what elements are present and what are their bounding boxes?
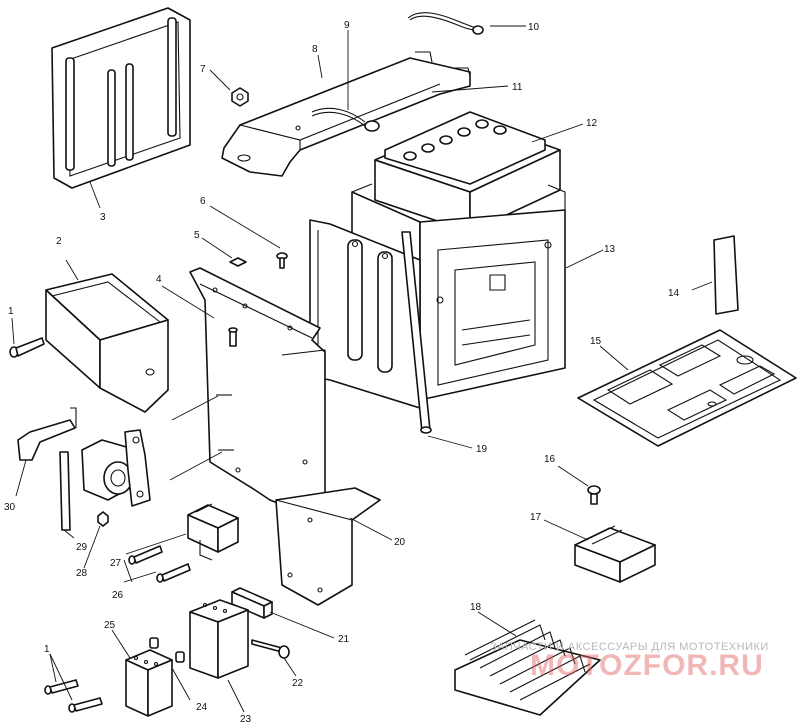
callout-3: 3 [100, 212, 106, 223]
part-18-heat-sink [454, 619, 601, 716]
part-20-lower-bracket [275, 487, 381, 606]
callout-18: 18 [470, 602, 482, 613]
callout-26: 26 [112, 590, 124, 601]
part-15-rubber-mat [577, 329, 797, 447]
callout-6: 6 [200, 196, 206, 207]
part-12-battery [374, 111, 561, 233]
callout-4: 4 [156, 274, 162, 285]
callout-30: 30 [4, 502, 16, 513]
part-14-strip [713, 235, 739, 315]
part-28-nut [97, 511, 109, 527]
callout-1-lower: 1 [44, 644, 50, 655]
callout-25: 25 [104, 620, 116, 631]
callout-28: 28 [76, 568, 88, 579]
part-24-pins [149, 637, 185, 663]
callout-9: 9 [344, 20, 350, 31]
part-22-screw [251, 639, 290, 659]
callout-5: 5 [194, 230, 200, 241]
callout-21: 21 [338, 634, 350, 645]
callout-1-upper: 1 [8, 306, 14, 317]
part-17-module [574, 525, 656, 583]
battery-frame [309, 219, 421, 409]
part-21-block [231, 587, 273, 619]
watermark: ЗАПЧАСТИ И АКСЕССУАРЫ ДЛЯ МОТОТЕХНИКИ MO… [490, 641, 769, 682]
callout-12: 12 [586, 118, 598, 129]
part-29-solenoid [59, 429, 151, 531]
watermark-caption: ЗАПЧАСТИ И АКСЕССУАРЫ ДЛЯ МОТОТЕХНИКИ [490, 641, 769, 653]
callout-14: 14 [668, 288, 680, 299]
callout-10: 10 [528, 22, 540, 33]
part-8-hold-down-bracket [221, 51, 471, 177]
callout-16: 16 [544, 454, 556, 465]
part-7-nut [231, 87, 249, 107]
part-2-cover-box [45, 273, 169, 413]
part-1-bolts-lower [44, 679, 103, 713]
part-1-bolt-upper [9, 337, 45, 358]
callout-13: 13 [604, 244, 616, 255]
part-23-module [189, 599, 249, 679]
callout-15: 15 [590, 336, 602, 347]
callout-19: 19 [476, 444, 488, 455]
part-30-clamp [17, 407, 77, 461]
leader-lines [11, 25, 713, 713]
part-25-module [125, 649, 173, 717]
part-16-bolt [587, 485, 601, 505]
part-6-screw [276, 252, 288, 269]
callout-8: 8 [312, 44, 318, 55]
part-3-shield-plate [51, 7, 191, 189]
callout-24: 24 [196, 702, 208, 713]
part-26-bolts [128, 545, 191, 583]
callout-7: 7 [200, 64, 206, 75]
part-5-clip [229, 257, 247, 267]
part-19-rod [401, 231, 432, 434]
part-11-battery-cable [311, 107, 380, 132]
part-27-connector [187, 503, 239, 561]
callout-20: 20 [394, 537, 406, 548]
callout-27: 27 [110, 558, 122, 569]
callout-11: 11 [512, 82, 523, 93]
callout-23: 23 [240, 714, 252, 725]
callout-17: 17 [530, 512, 542, 523]
watermark-logo: MOTOZFOR.RU [530, 649, 764, 682]
callout-labels: 1 1 2 3 4 5 6 7 8 9 10 11 12 13 14 15 16… [4, 20, 680, 725]
part-10-battery-cable [407, 12, 484, 35]
part-4-mounting-plate [189, 267, 326, 509]
callout-29: 29 [76, 542, 88, 553]
callout-22: 22 [292, 678, 304, 689]
callout-2: 2 [56, 236, 62, 247]
